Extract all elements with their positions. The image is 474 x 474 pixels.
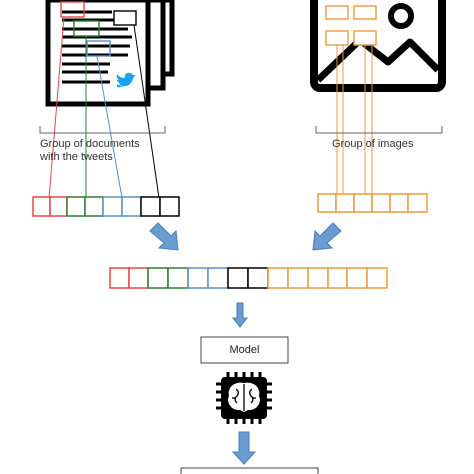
arrow-to-output: [231, 431, 257, 465]
ai-chip-icon: [216, 372, 272, 424]
documents-group-label: Group of documents with the tweets: [40, 138, 140, 164]
document-connectors: [48, 16, 160, 199]
documents-bracket: [39, 126, 166, 134]
model-box: [200, 336, 289, 364]
image-icon: [310, 0, 446, 92]
fused-feature-vector: [109, 267, 388, 289]
arrow-documents-to-fused: [149, 222, 179, 251]
images-group-label: Group of images: [332, 138, 414, 150]
image-feature-vector: [317, 193, 428, 213]
output-box: [180, 467, 319, 474]
documents-label-line2: with the tweets: [40, 151, 113, 163]
twitter-bird-icon: [116, 72, 136, 88]
image-connectors: [336, 45, 373, 195]
documents-label-line1: Group of documents: [40, 138, 140, 150]
model-label: Model: [229, 344, 260, 356]
arrow-images-to-fused: [312, 222, 342, 251]
document-stack-icon: [45, 0, 175, 107]
arrow-to-model: [231, 302, 249, 328]
document-feature-vector: [32, 196, 180, 217]
images-bracket: [315, 126, 443, 134]
